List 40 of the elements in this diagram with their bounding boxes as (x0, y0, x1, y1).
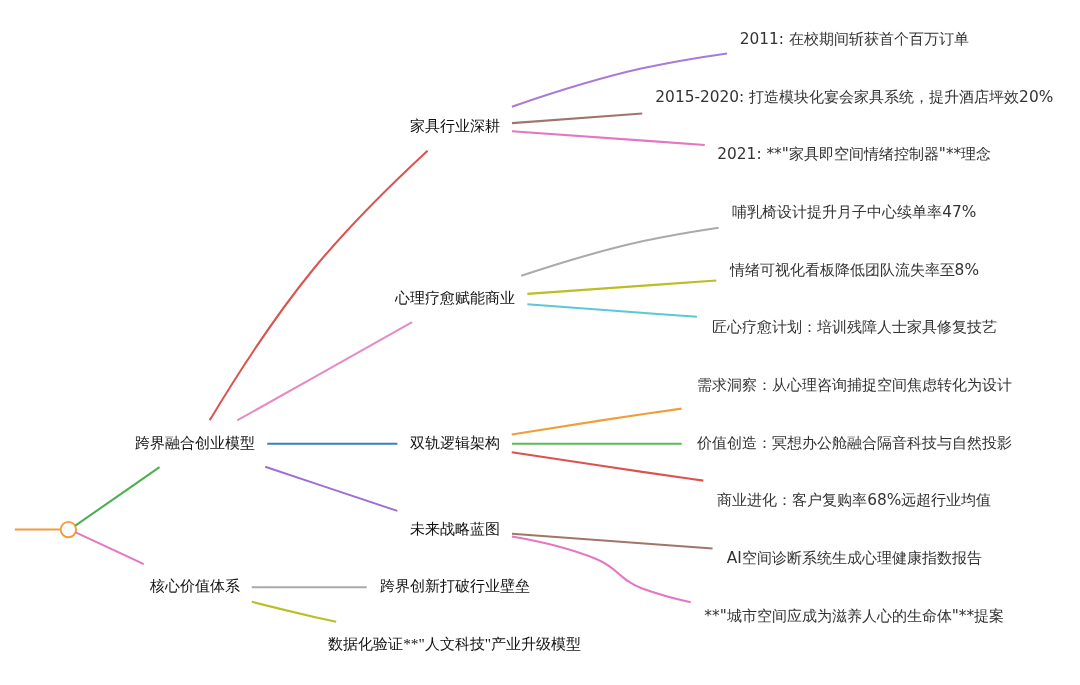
connector (264, 465, 398, 512)
connector (511, 451, 704, 482)
connector (511, 532, 713, 550)
node-text: 家具行业深耕 (409, 117, 500, 135)
node-text: 价值创造：冥想办公舱融合隔音科技与自然投影 (696, 433, 1012, 452)
node-text: 哺乳椅设计提升月子中心续单率47% (732, 203, 977, 222)
node-text: 需求洞察：从心理咨询捕捉空间焦虑转化为设计 (696, 376, 1012, 395)
connector (527, 279, 717, 295)
node-text: 情绪可视化看板降低团队流失率至8% (729, 260, 979, 279)
node-text: 匠心疗愈计划：培训残障人士家具修复技艺 (711, 318, 997, 337)
node-text: 心理疗愈赋能商业 (394, 288, 515, 306)
node-text: 数据化验证**"人文科技"产业升级模型 (328, 634, 582, 652)
node-text: 2015-2020: 打造模块化宴会家具系统，提升酒店坪效20% (655, 87, 1054, 106)
connector (511, 52, 728, 108)
connector (267, 442, 398, 445)
node-circle (59, 520, 78, 539)
node-text: 跨界融合创业模型 (134, 433, 255, 451)
connector (14, 528, 61, 531)
connector (511, 442, 682, 445)
connector (208, 149, 429, 421)
node-text: 2021: **"家具即空间情绪控制器"**理念 (717, 145, 992, 164)
node-text: 双轨逻辑架构 (409, 433, 500, 451)
node-text: 商业进化：客户复购率68%远超行业均值 (717, 491, 992, 510)
connector (251, 586, 367, 589)
node-text: AI空间诊断系统生成心理健康指数报告 (726, 548, 982, 567)
connector (511, 407, 682, 436)
connector (527, 303, 698, 318)
connector (74, 466, 161, 527)
node-text: 跨界创新打破行业壁垒 (379, 577, 530, 595)
connector (520, 226, 719, 277)
connector (511, 535, 691, 604)
connector (236, 321, 413, 422)
connector (511, 112, 643, 125)
connector (511, 130, 705, 146)
node-text: 核心价值体系 (149, 577, 240, 595)
node-text: **"城市空间应成为滋养人心的生命体"**提案 (704, 606, 1005, 625)
node-text: 未来战略蓝图 (409, 519, 500, 537)
connector (251, 600, 337, 623)
node-text: 2011: 在校期间斩获首个百万订单 (739, 30, 969, 49)
connector (75, 531, 145, 565)
